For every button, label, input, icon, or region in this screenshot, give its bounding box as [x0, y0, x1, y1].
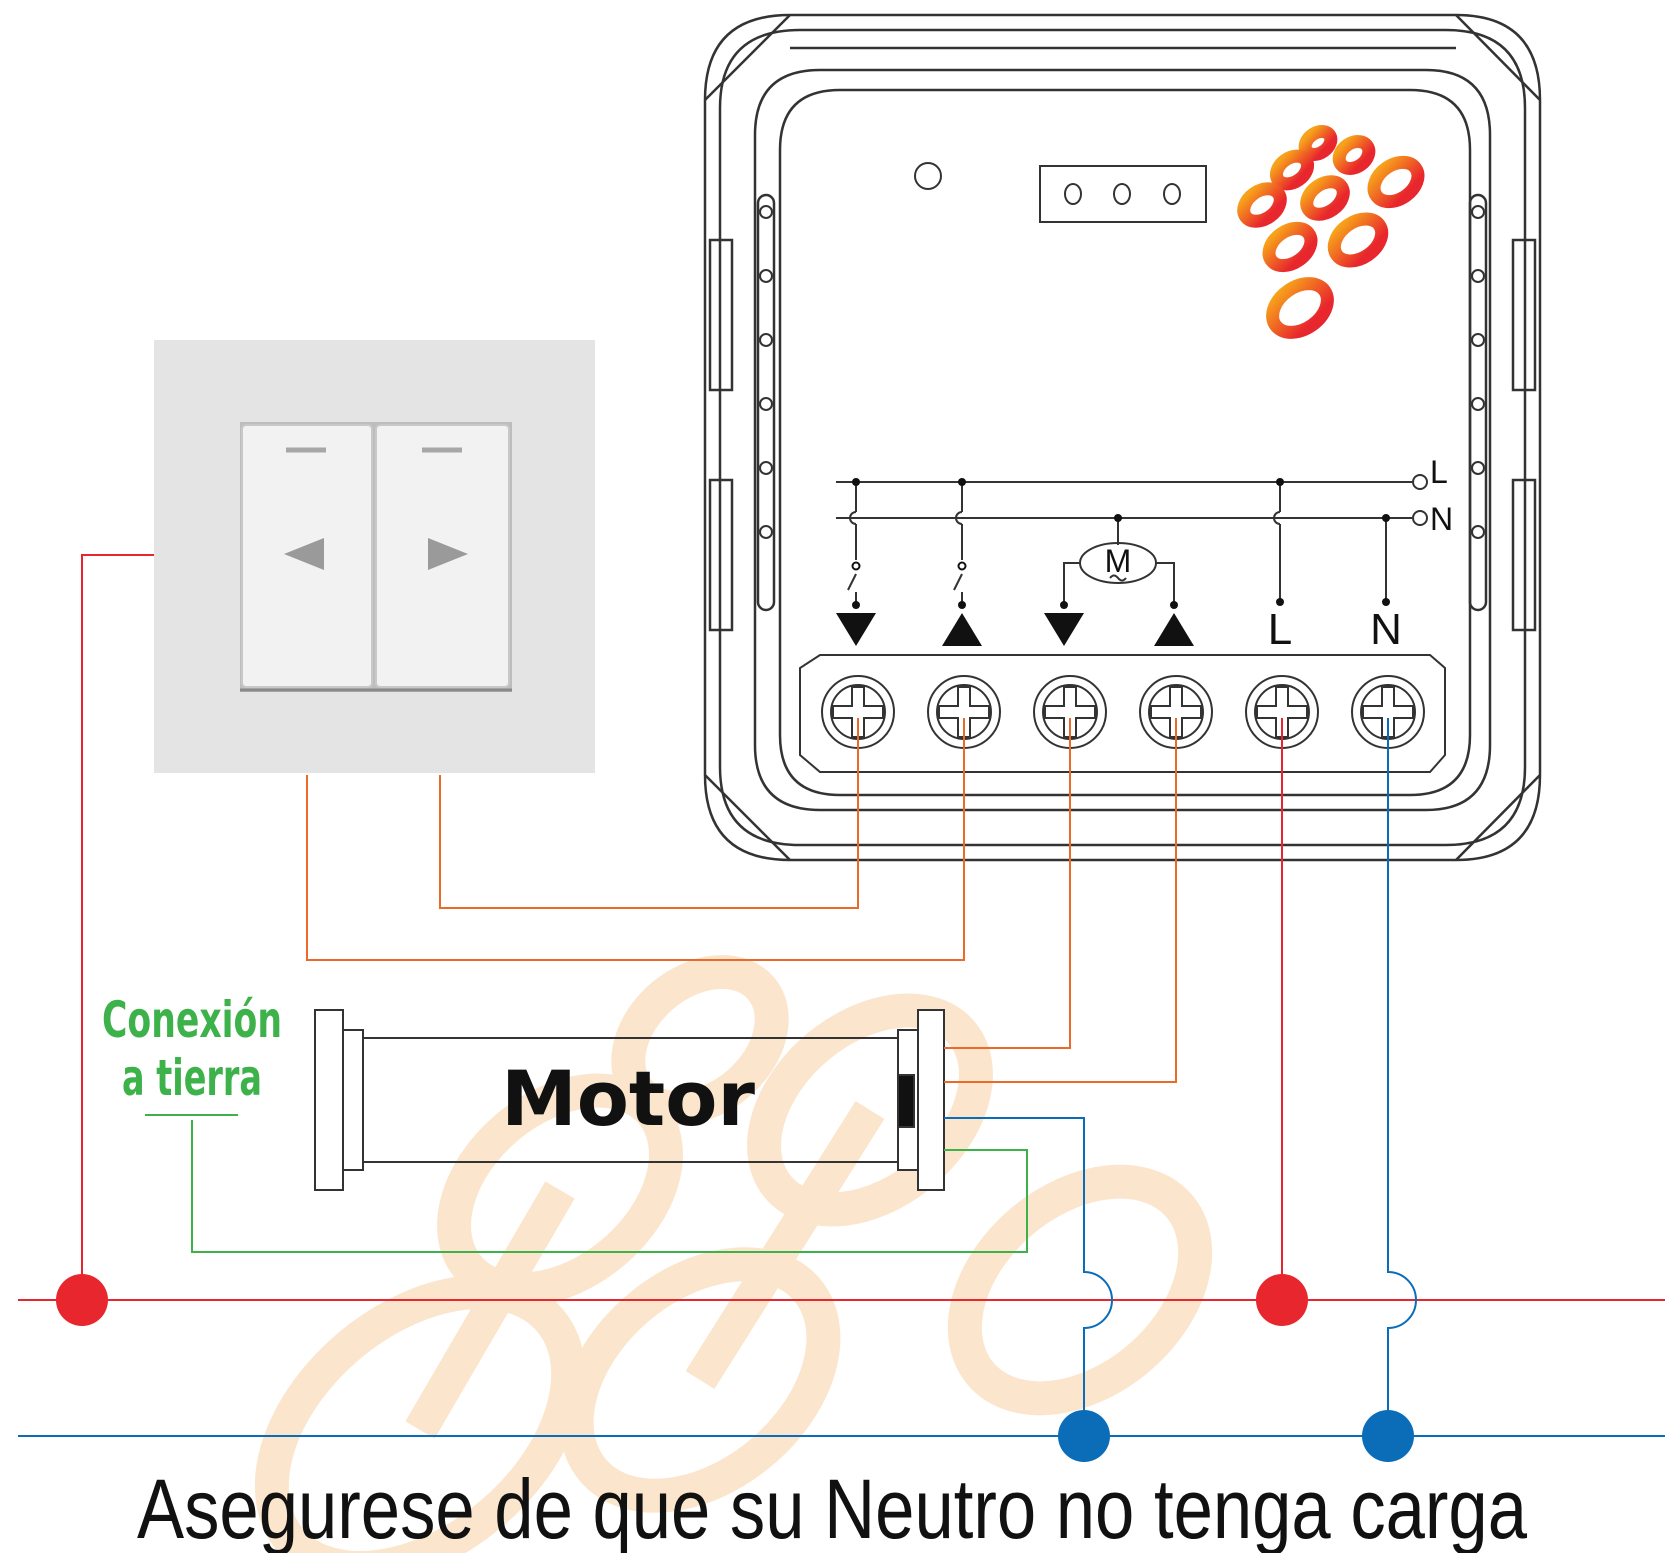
- internal-schematic: [836, 474, 1428, 605]
- status-led: [914, 162, 942, 190]
- schematic-junctions: [851, 478, 1390, 609]
- motor: [314, 1009, 945, 1191]
- terminal-1-down-arrow-icon: [836, 613, 876, 646]
- ac-tilde-icon: [1109, 574, 1127, 582]
- motor-label: Motor: [501, 1054, 755, 1143]
- watermark-logo: [254, 955, 1213, 1553]
- terminal-markers: [836, 613, 1194, 646]
- terminal-neutral-label: N: [1370, 605, 1402, 654]
- ground-label-line1: Conexión: [102, 991, 282, 1049]
- terminal-screws: [821, 675, 1425, 749]
- neutral-junction-dot: [1362, 1410, 1414, 1462]
- ground-wire: [191, 1120, 1028, 1253]
- neutral-wires: [18, 718, 1665, 1437]
- neutral-junction-dot: [1058, 1410, 1110, 1462]
- wall-switch: [154, 340, 595, 773]
- terminal-3-down-arrow-icon: [1044, 613, 1084, 646]
- caption: Asegurese de que su Neutro no tenga carg…: [137, 1462, 1527, 1553]
- ground-label-line2: a tierra: [122, 1049, 262, 1107]
- live-junction-dot: [1256, 1274, 1308, 1326]
- terminal-screw-6: [1351, 675, 1425, 749]
- relay-module: [703, 13, 1542, 862]
- programming-header: [1039, 165, 1207, 223]
- left-triangle-icon: [284, 538, 324, 570]
- terminal-block: [799, 654, 1446, 773]
- terminal-2-up-arrow-icon: [942, 613, 982, 646]
- motor-symbol-label: M: [1105, 543, 1132, 579]
- live-wires: [18, 554, 1665, 1301]
- right-triangle-icon: [428, 538, 468, 570]
- live-junction-dot: [56, 1274, 108, 1326]
- brand-logo: [1237, 125, 1425, 339]
- switched-wires: [306, 718, 1177, 1083]
- module-holes: [759, 205, 1485, 539]
- schematic-neutral-label: N: [1430, 501, 1453, 537]
- schematic-live-label: L: [1430, 454, 1448, 490]
- terminal-4-up-arrow-icon: [1154, 613, 1194, 646]
- terminal-live-label: L: [1268, 605, 1292, 654]
